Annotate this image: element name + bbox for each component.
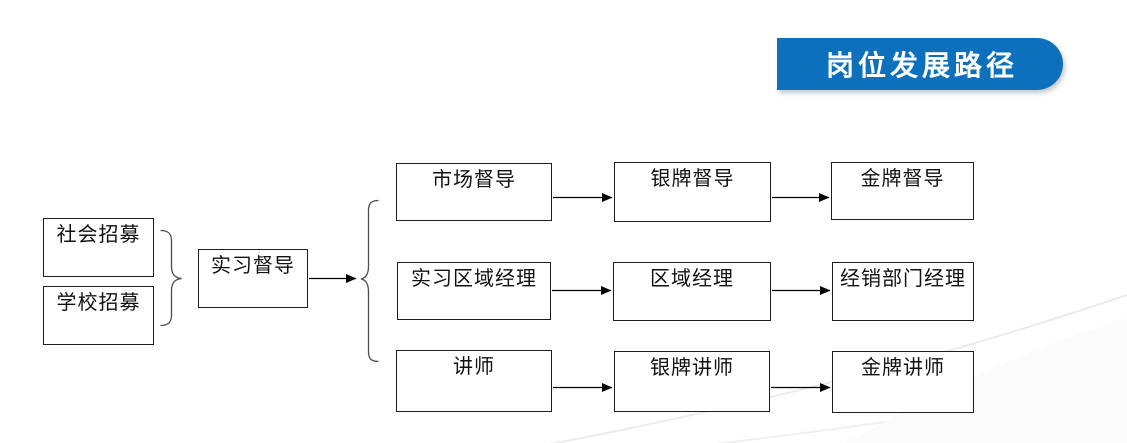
page-title: 岗位发展路径 [825,50,1018,81]
node-label: 实习区域经理 [411,268,537,290]
node-label: 讲师 [453,356,495,378]
title-banner: 岗位发展路径 [777,38,1063,90]
node-market-supervisor: 市场督导 [396,163,552,221]
node-label: 银牌督导 [650,168,735,190]
node-label: 金牌讲师 [861,357,945,379]
node-label: 学校招募 [56,292,141,314]
node-regional-manager: 区域经理 [613,262,771,321]
node-gold-lecturer: 金牌讲师 [832,351,974,413]
node-label: 金牌督导 [860,168,945,190]
node-label: 区域经理 [650,268,734,290]
node-label: 实习督导 [211,255,295,277]
node-gold-supervisor: 金牌督导 [831,162,974,220]
node-label: 市场督导 [432,169,516,191]
node-school-recruit: 学校招募 [43,286,154,345]
node-label: 社会招募 [56,224,141,246]
node-lecturer: 讲师 [396,350,552,412]
node-intern-supervisor: 实习督导 [198,249,308,308]
brace-recruit-merge [160,229,182,327]
node-label: 经销部门经理 [840,268,966,290]
node-silver-supervisor: 银牌督导 [614,162,771,222]
node-distribution-dept-manager: 经销部门经理 [832,262,974,321]
node-intern-regional-manager: 实习区域经理 [397,262,551,320]
node-silver-lecturer: 银牌讲师 [614,351,770,412]
node-label: 银牌讲师 [650,357,734,379]
brace-branch-fanout [360,199,379,363]
node-social-recruit: 社会招募 [43,218,154,277]
